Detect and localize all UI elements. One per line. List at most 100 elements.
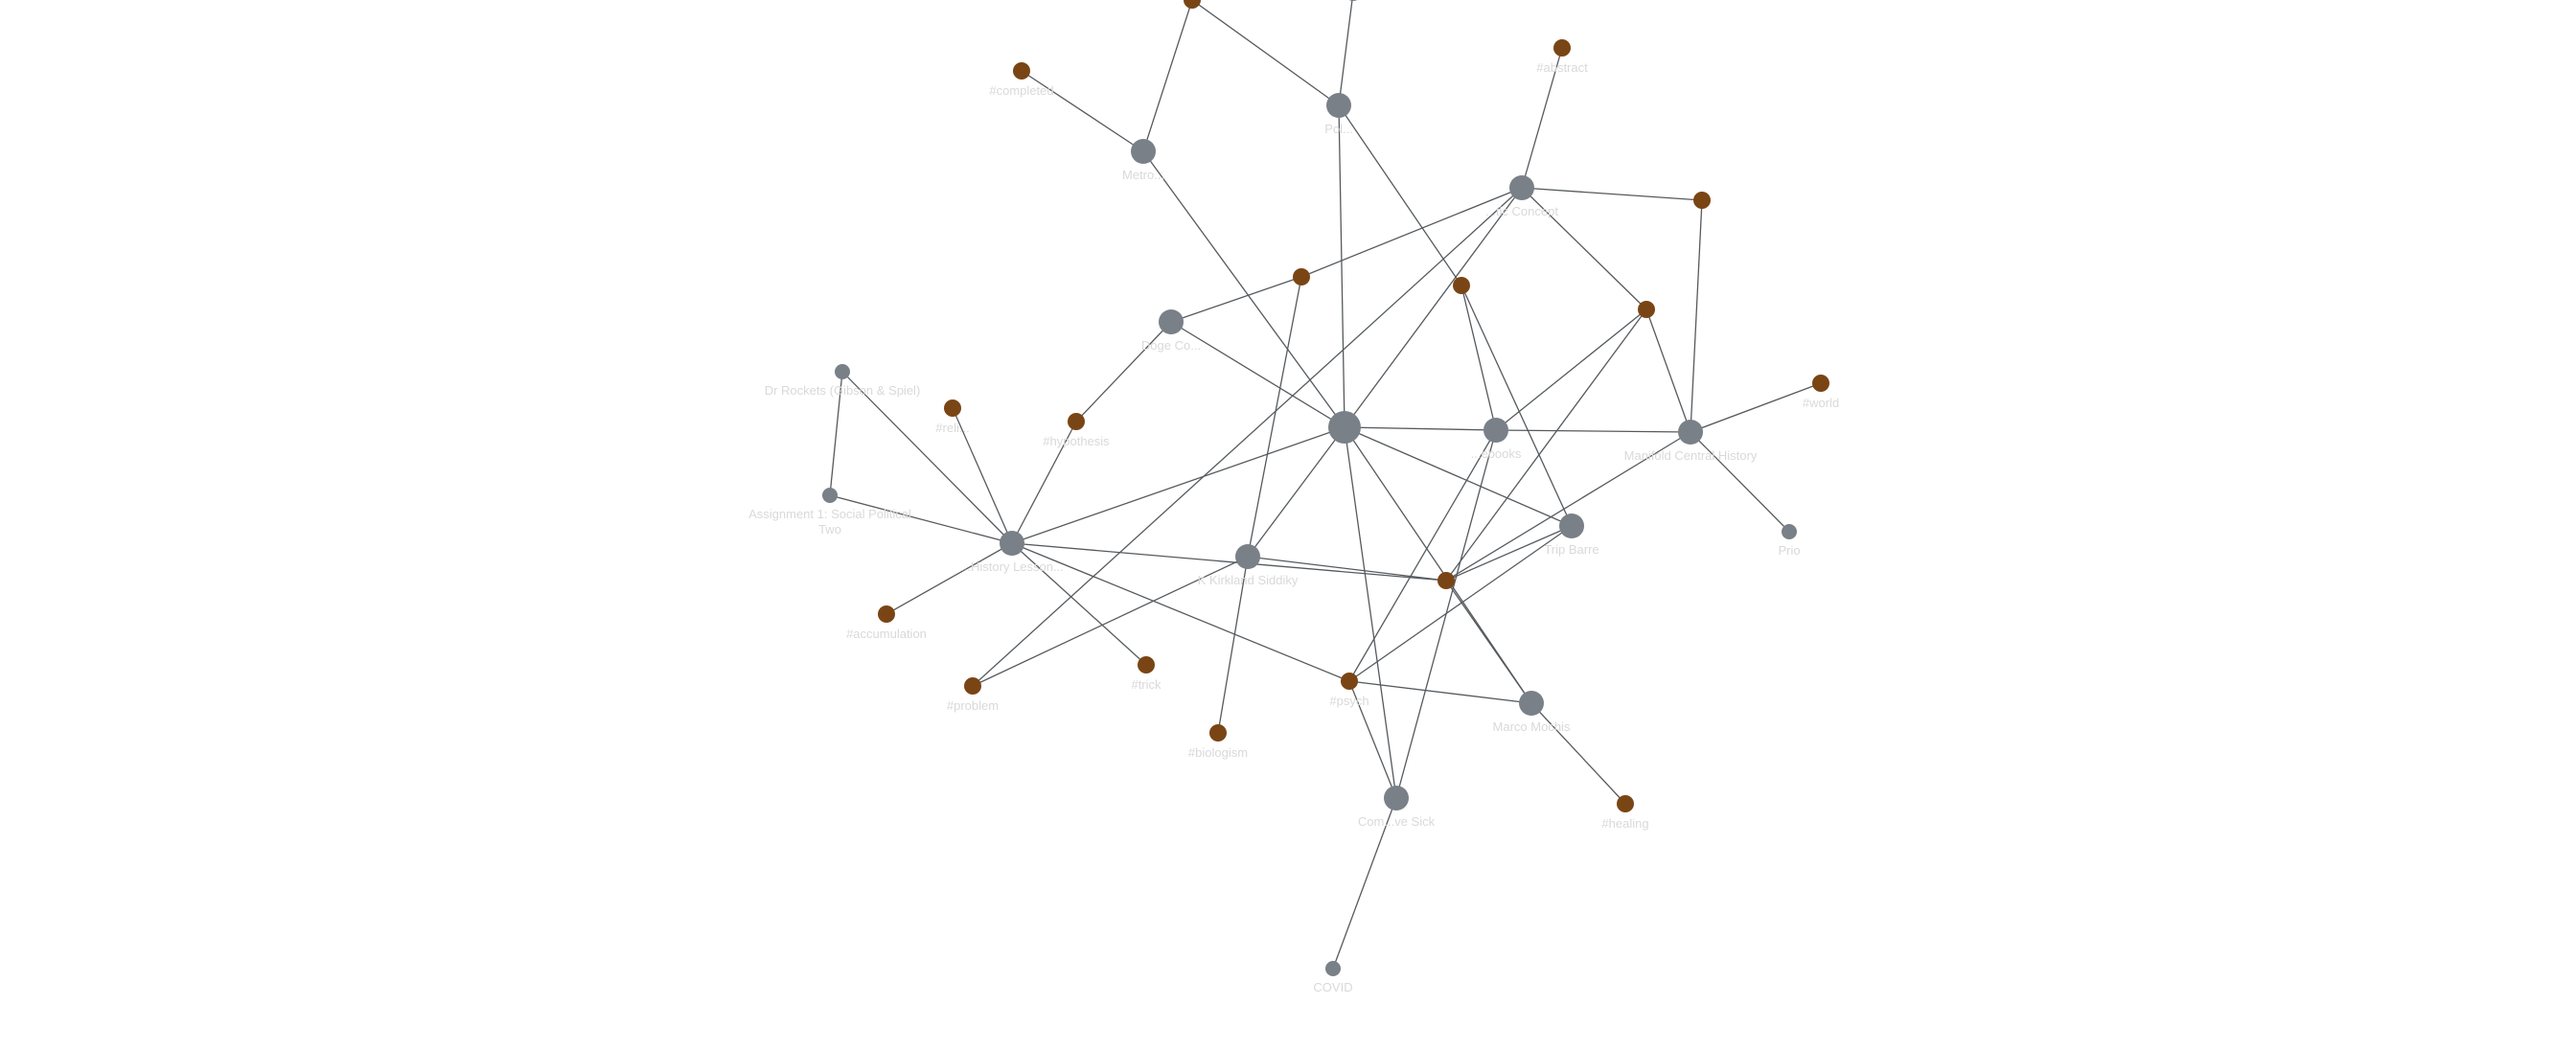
graph-edge [1344, 426, 1532, 704]
tag-node[interactable] [1693, 192, 1711, 209]
page-node[interactable] [1325, 961, 1341, 976]
page-node[interactable] [1159, 309, 1184, 334]
graph-edge [1445, 580, 1532, 704]
graph-edge [1521, 187, 1647, 310]
node-label: #world [1803, 396, 1839, 410]
graph-edge [1191, 0, 1340, 106]
node-label: K Kirkland Siddiky [1198, 573, 1299, 587]
tag-node[interactable] [1453, 277, 1470, 294]
graph-edge [1142, 150, 1346, 428]
node-label: #biologism [1188, 745, 1248, 760]
tag-node[interactable] [1013, 62, 1030, 80]
node-label: Com...ve Sick [1358, 814, 1436, 829]
graph-edge [1348, 429, 1497, 682]
graph-edge [1495, 429, 1691, 433]
tag-node[interactable] [1138, 656, 1155, 673]
node-label: Metro... [1122, 168, 1164, 182]
node-label: ...History Lesson... [960, 559, 1064, 574]
page-node[interactable] [835, 364, 850, 379]
node-label: COVID [1313, 980, 1352, 994]
graph-edge [1247, 276, 1302, 558]
graph-edge [1300, 187, 1523, 278]
tag-node[interactable] [878, 605, 895, 623]
page-node[interactable] [1509, 175, 1534, 200]
graph-edge [1645, 308, 1691, 433]
page-node[interactable] [1326, 93, 1351, 118]
graph-edge [1247, 556, 1447, 582]
graph-edge [1217, 556, 1249, 734]
graph-edges [829, 0, 1822, 970]
graph-edge [1011, 542, 1350, 682]
node-label: Manifold Central History [1624, 448, 1758, 463]
node-label: Doge Co... [1141, 338, 1201, 353]
page-node[interactable] [1000, 531, 1024, 556]
page-node[interactable] [1559, 514, 1584, 538]
tag-node[interactable] [1438, 572, 1455, 589]
graph-edge [1332, 797, 1397, 970]
graph-edge [1460, 285, 1573, 527]
graph-edge [952, 407, 1013, 544]
graph-edge [1170, 276, 1302, 323]
graph-edge [1460, 285, 1497, 431]
page-node[interactable] [1235, 544, 1260, 569]
node-label: ...ebooks [1471, 446, 1522, 461]
node-label: #completed [989, 83, 1053, 98]
graph-edge [1011, 542, 1447, 582]
tag-node[interactable] [1617, 795, 1634, 812]
node-label: Prio [1778, 543, 1800, 558]
graph-edge [829, 494, 1013, 544]
page-node[interactable] [1678, 420, 1703, 445]
graph-edge [1170, 321, 1346, 428]
graph-edge [1445, 431, 1691, 582]
graph-edge [1445, 308, 1647, 582]
graph-edge [1495, 308, 1647, 431]
tag-node[interactable] [944, 399, 961, 417]
tag-node[interactable] [1638, 301, 1655, 318]
page-node[interactable] [1519, 691, 1544, 716]
node-label: #accumulation [846, 627, 927, 641]
graph-nodes [822, 0, 1829, 976]
page-node[interactable] [822, 488, 838, 503]
page-node[interactable] [1782, 524, 1797, 539]
node-label: #trick [1131, 677, 1162, 692]
graph-edge [1344, 426, 1573, 527]
graph-edge [1011, 421, 1077, 544]
node-label: #psych [1329, 694, 1368, 708]
graph-edge [1021, 70, 1144, 152]
graph-edge [1521, 187, 1703, 201]
tag-node[interactable] [1293, 268, 1310, 285]
page-node[interactable] [1345, 0, 1362, 1]
node-label: #reli... [935, 421, 969, 435]
graph-edge [1530, 702, 1626, 805]
graph-edge [972, 187, 1523, 687]
node-label: #abstract [1536, 60, 1588, 75]
tag-node[interactable] [1184, 0, 1201, 9]
graph-edge [1690, 382, 1822, 433]
graph-edge [1690, 431, 1790, 533]
graph-edge [1338, 0, 1353, 106]
tag-node[interactable] [1812, 375, 1829, 392]
page-node[interactable] [1328, 411, 1361, 444]
graph-edge [1338, 104, 1346, 428]
graph-edge [1344, 426, 1397, 799]
page-node[interactable] [1484, 418, 1508, 443]
tag-node[interactable] [1068, 413, 1085, 430]
node-label: Pol... [1324, 122, 1353, 136]
page-node[interactable] [1131, 139, 1156, 164]
graph-edge [1348, 525, 1573, 682]
tag-node[interactable] [1553, 39, 1571, 57]
graph-edge [1011, 542, 1147, 666]
page-node[interactable] [1384, 786, 1409, 810]
tag-node[interactable] [1341, 673, 1358, 690]
graph-edge [1445, 525, 1573, 582]
graph-edge [1348, 680, 1397, 799]
tag-node[interactable] [964, 677, 981, 695]
graph-edge [1344, 426, 1497, 431]
node-label: #problem [947, 698, 999, 713]
node-label: ...tic Concept [1485, 204, 1558, 218]
graph-edge [886, 542, 1013, 615]
tag-node[interactable] [1209, 724, 1227, 742]
